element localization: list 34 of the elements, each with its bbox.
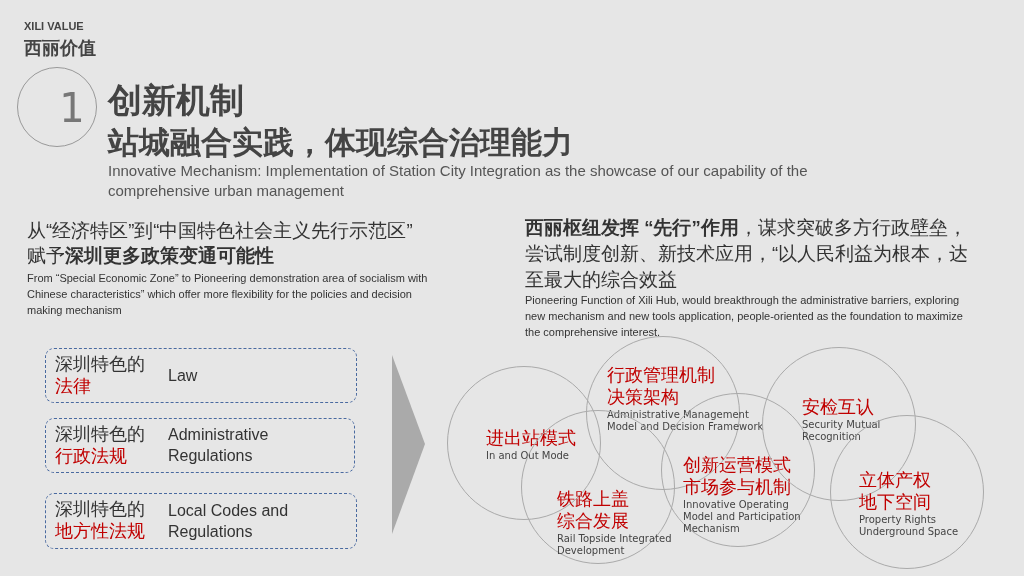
circle-text: Administrative Management Model and Decision Framework xyxy=(607,409,765,433)
circle-heading: 行政管理机制决策架构 xyxy=(607,364,716,408)
circle-text: Property Rights Underground Space xyxy=(859,514,960,538)
chevron-arrow xyxy=(392,355,425,534)
box-text: Law xyxy=(168,365,199,386)
header-text: XILI VALUE xyxy=(24,20,84,32)
dashed-box xyxy=(45,348,357,403)
header-text: 西丽价值 xyxy=(24,37,96,60)
circle-text: In and Out Mode xyxy=(486,450,570,462)
paragraph: 从“经济特区”到“中国特色社会主义先行示范区” 赋予深圳更多政策变通可能性 xyxy=(27,219,414,268)
dashed-box xyxy=(45,418,355,473)
paragraph: 西丽枢纽发挥 “先行”作用，谋求突破多方行政壁垒，尝试制度创新、新技术应用，“以人民利益为根本，达至最大的综合效益 xyxy=(525,216,970,292)
dashed-box xyxy=(45,493,357,549)
circle-heading: 进出站模式 xyxy=(486,427,577,449)
circle-text: Rail Topside Integrated Development xyxy=(557,533,673,557)
box-heading: 法律 xyxy=(55,375,91,397)
title: 创新机制 xyxy=(108,80,244,121)
circle-heading: 创新运营模式市场参与机制 xyxy=(683,454,792,498)
subtitle-english: Innovative Mechanism: Implementation of Station City Integration as the showcase of our capability of the comprehensive urban management xyxy=(108,161,809,201)
subtitle: 站城融合实践，体现综合治理能力 xyxy=(108,124,573,162)
circle-text: Innovative Operating Model and Participation Mechanism xyxy=(683,499,802,535)
paragraph-english: Pioneering Function of Xili Hub, would breakthrough the administrative barriers, exploring new mechanism and new tools application, people-oriented as the foundation to maximize the comprehensive interest. xyxy=(525,293,964,340)
circle-heading: 立体产权地下空间 xyxy=(859,469,932,513)
paragraph-english: From “Special Economic Zone” to Pioneering demonstration area of socialism with Chinese characteristics” which offer more flexibility for the policies and decision making mechanism xyxy=(27,271,429,318)
box-heading: 行政法规 xyxy=(55,445,127,467)
box-heading: 深圳特色的 xyxy=(55,353,145,375)
box-text: Local Codes and Regulations xyxy=(168,500,290,542)
circle-heading: 安检互认 xyxy=(802,396,875,418)
circle-heading: 铁路上盖综合发展 xyxy=(557,488,630,532)
box-text: Administrative Regulations xyxy=(168,425,270,466)
box-heading: 深圳特色的 xyxy=(55,498,145,520)
circle-text: Security Mutual Recognition xyxy=(802,419,882,443)
box-heading: 深圳特色的 xyxy=(55,423,145,445)
box-heading: 地方性法规 xyxy=(55,520,145,542)
